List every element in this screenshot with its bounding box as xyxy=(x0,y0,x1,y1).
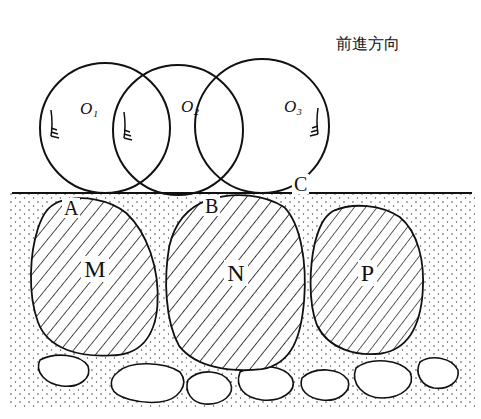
wheel-circle: O₁ xyxy=(39,62,171,194)
direction-label: 前進方向 xyxy=(334,36,402,52)
center-label: O₂ xyxy=(181,98,199,115)
stone-label: M xyxy=(81,256,108,282)
center-label: O₁ xyxy=(80,100,98,117)
stone-label: N xyxy=(224,260,247,286)
center-label: O₃ xyxy=(284,98,302,115)
contact-point: B xyxy=(203,196,220,216)
circle-outline xyxy=(112,64,244,196)
circle-outline xyxy=(194,58,330,194)
stone-shape: N xyxy=(165,193,307,371)
contact-point: A xyxy=(62,198,80,218)
ground-line xyxy=(12,192,472,194)
wheel-circle: O₃ xyxy=(194,58,330,194)
stone-shape: M xyxy=(30,197,160,357)
wheel-circle: O₂ xyxy=(112,64,244,196)
circle-outline xyxy=(39,62,171,194)
contact-point: C xyxy=(292,174,309,194)
stone-label: P xyxy=(358,260,377,286)
soil-texture xyxy=(10,193,475,408)
stone-shape: P xyxy=(310,205,425,355)
